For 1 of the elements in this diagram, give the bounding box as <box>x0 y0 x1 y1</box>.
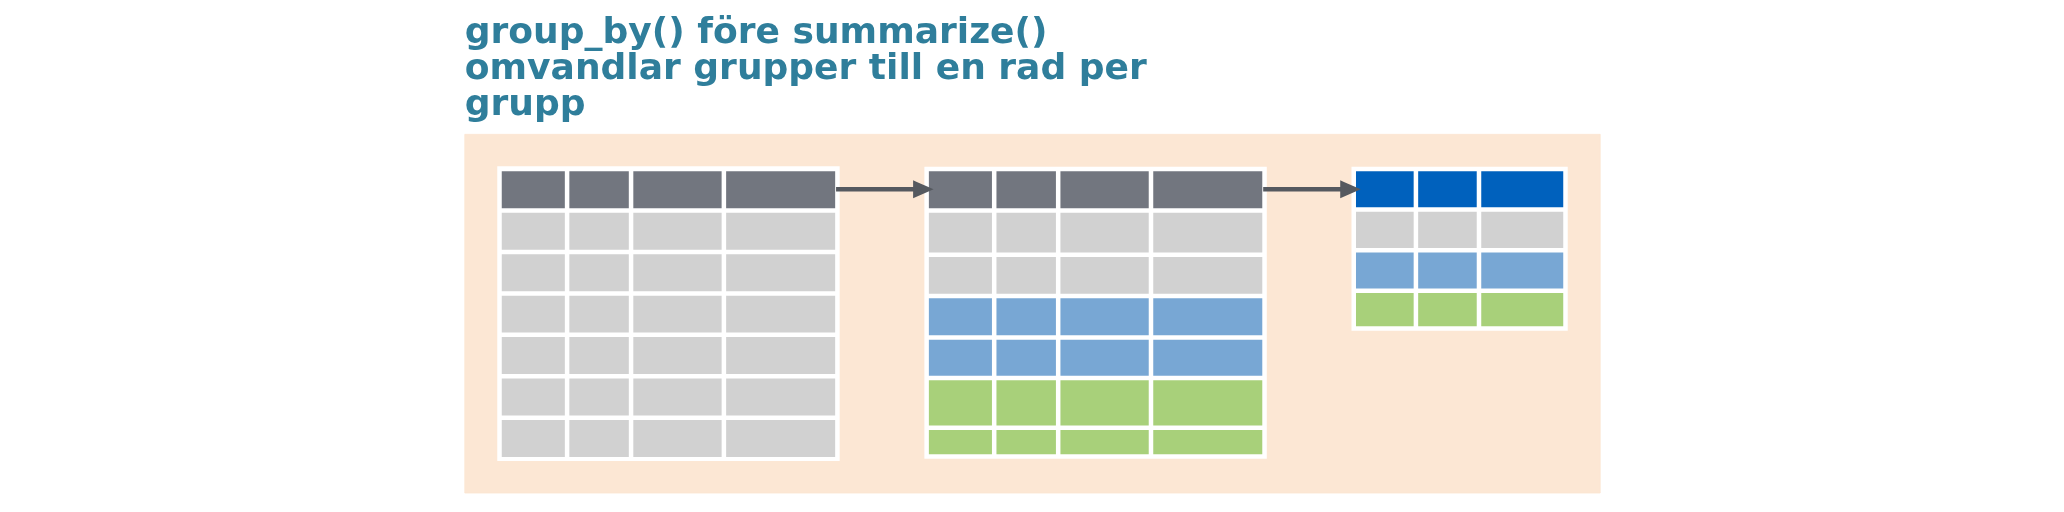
diagram-title: group_by() före summarize() omvandlar grupper till en rad per grupp <box>464 10 1147 124</box>
